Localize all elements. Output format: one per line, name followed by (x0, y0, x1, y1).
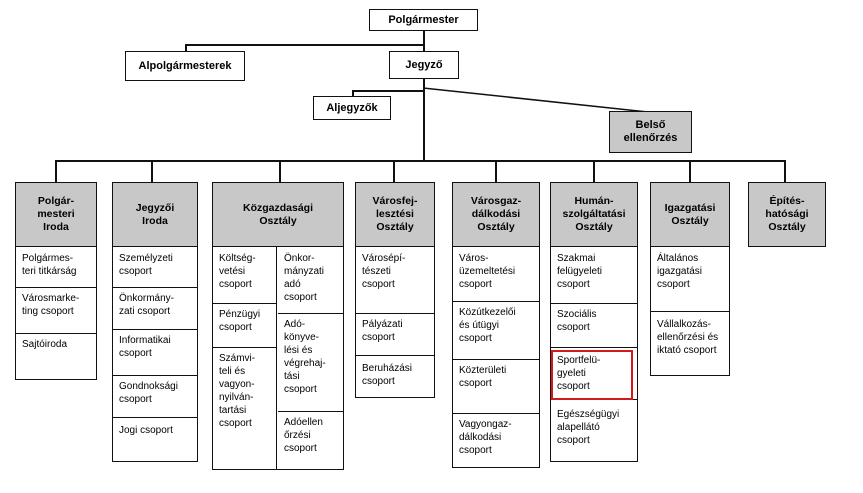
connector-dept-5 (495, 160, 497, 182)
unit-facilities: Gondnoksági csoport (113, 376, 197, 418)
dept-administration-header: Igazgatási Osztály (650, 182, 730, 247)
dept-human-services-body (550, 246, 638, 462)
notary-box: Jegyző (389, 51, 459, 79)
connector-mayor-down (423, 30, 425, 58)
unit-tax-accounting: Adó- könyve- lési és végrehaj- tási csop… (278, 314, 343, 412)
dept-mayors-office-header: Polgár- mesteri Iroda (15, 182, 97, 247)
dept-title: Igazgatási Osztály (664, 201, 716, 227)
dept-title: Polgár- mesteri Iroda (37, 195, 75, 233)
connector-dept-7 (689, 160, 691, 182)
connector-dept-4 (393, 160, 395, 182)
unit-public-space: Közterületi csoport (453, 360, 539, 414)
connector-dept-8 (784, 160, 786, 182)
connector-deputy-notaries-h (352, 90, 423, 92)
dept-city-management-body (452, 246, 540, 468)
connector-dept-2 (151, 160, 153, 182)
connector-deputy-mayors-h (185, 44, 423, 46)
internal-audit-box: Belső ellenőrzés (609, 111, 692, 153)
mayor-label: Polgármester (388, 13, 459, 26)
deputy-mayors-box: Alpolgármesterek (125, 51, 245, 81)
dept-city-management-header: Városgaz- dálkodási Osztály (452, 182, 540, 247)
dept-economic-body (212, 246, 344, 470)
mayor-box: Polgármester (369, 9, 478, 31)
deputy-notaries-label: Aljegyzők (326, 101, 378, 114)
connector-notary-down (423, 78, 425, 160)
dept-notary-office-header: Jegyzői Iroda (112, 182, 198, 247)
unit-tax-control: Adóellen őrzési csoport (284, 417, 323, 454)
dept-title: Közgazdasági Osztály (242, 201, 313, 227)
unit-investment: Beruházási csoport (362, 363, 413, 387)
unit-road-management: Közútkezelői és útügyi csoport (453, 302, 539, 360)
unit-city-marketing: Városmarke- ting csoport (16, 288, 96, 334)
connector-deputy-notaries-v (352, 90, 354, 96)
unit-city-operations: Város- üzemeltetési csoport (453, 248, 539, 302)
dept-economic-header: Közgazdasági Osztály (212, 182, 344, 247)
dept-title: Jegyzői Iroda (135, 201, 175, 227)
unit-professional-supervision: Szakmai felügyeleti csoport (551, 248, 637, 304)
dept-urban-development-header: Városfej- lesztési Osztály (355, 182, 435, 247)
dept-urban-development-body (355, 246, 435, 398)
connector-dept-1 (55, 160, 57, 182)
connector-deputy-mayors-v (185, 44, 187, 52)
unit-municipal: Önkormány- zati csoport (113, 288, 197, 330)
dept-title: Humán- szolgáltatási Osztály (562, 195, 626, 233)
dept-title: Építés- hatósági Osztály (765, 195, 809, 233)
unit-finance: Pénzügyi csoport (213, 304, 276, 348)
dept-title: Városgaz- dálkodási Osztály (470, 195, 522, 233)
unit-personnel: Személyzeti csoport (113, 248, 197, 288)
unit-business-control: Vállalkozás- ellenőrzési és iktató csopo… (657, 319, 719, 356)
unit-it: Informatikai csoport (113, 330, 197, 376)
dept-mayors-office-body (15, 246, 97, 380)
unit-budget: Költség- vetési csoport (213, 248, 276, 304)
dept-notary-office-body (112, 246, 198, 462)
deputy-mayors-label: Alpolgármesterek (138, 59, 232, 72)
connector-dept-3 (279, 160, 281, 182)
unit-primary-healthcare: Egészségügyi alapellátó csoport (557, 409, 620, 446)
economic-divider (276, 246, 278, 470)
deputy-notaries-box: Aljegyzők (313, 96, 391, 120)
unit-mayors-secretariat: Polgármes- teri titkárság (16, 248, 96, 288)
dept-title: Városfej- lesztési Osztály (372, 195, 418, 233)
unit-asset-management: Vagyongaz- dálkodási csoport (459, 419, 512, 456)
dept-building-authority-header: Építés- hatósági Osztály (748, 182, 826, 247)
unit-urban-architecture: Városépí- tészeti csoport (356, 248, 434, 314)
notary-label: Jegyző (405, 58, 443, 71)
unit-legal: Jogi csoport (119, 425, 173, 436)
unit-social: Szociális csoport (551, 304, 637, 348)
internal-audit-label: Belső ellenőrzés (623, 119, 678, 144)
unit-general-administration: Általános igazgatási csoport (651, 248, 729, 312)
connector-main-horizontal (55, 160, 784, 162)
connector-dept-6 (593, 160, 595, 182)
highlight-sports-supervision (551, 350, 633, 400)
dept-human-services-header: Humán- szolgáltatási Osztály (550, 182, 638, 247)
unit-press-office: Sajtóiroda (22, 339, 68, 350)
unit-local-tax: Önkor- mányzati adó csoport (278, 248, 343, 314)
unit-tender: Pályázati csoport (356, 314, 434, 356)
unit-accounting: Számvi- teli és vagyon- nyilván- tartási… (219, 353, 256, 429)
